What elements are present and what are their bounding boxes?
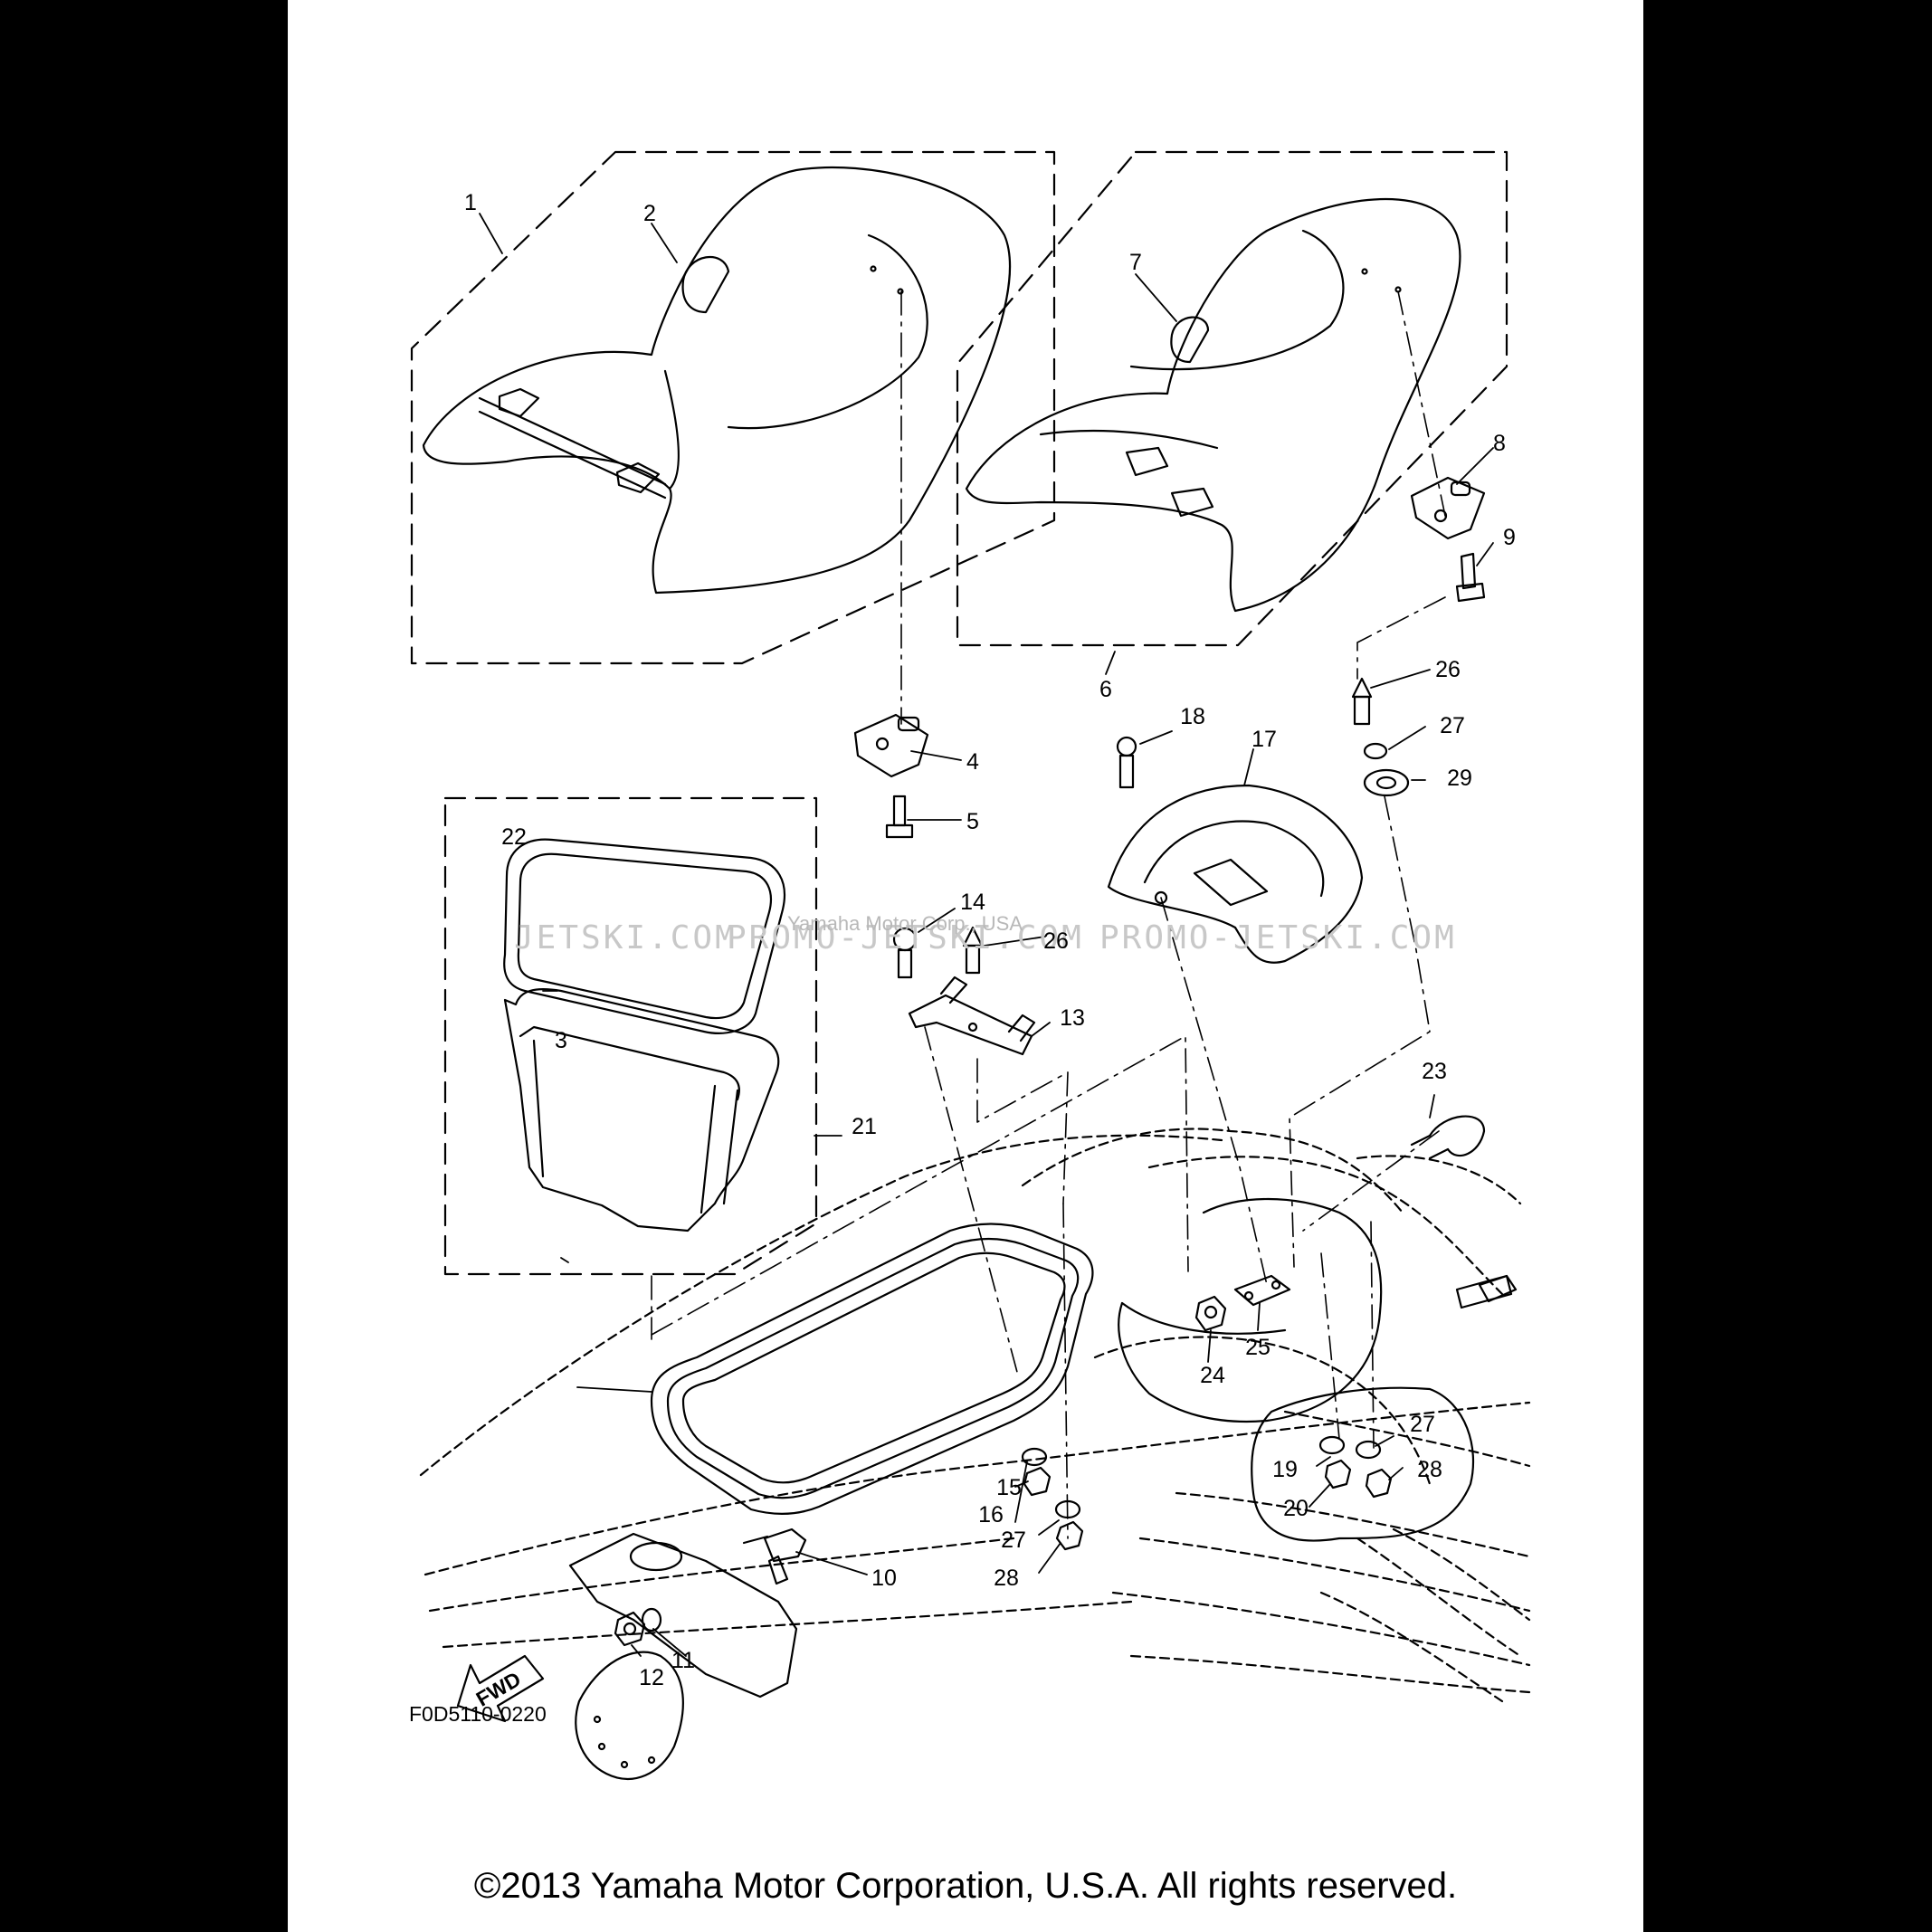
hull-deck (1118, 1197, 1518, 1423)
callout-4: 4 (966, 749, 979, 775)
callout-28-right: 28 (1417, 1457, 1442, 1482)
storage-box-group-box (443, 796, 818, 1276)
callout-10: 10 (871, 1566, 897, 1591)
front-seat (422, 166, 1011, 595)
bracket-8 (1410, 476, 1486, 540)
leader-lines (479, 213, 1494, 1657)
grommet-29 (1363, 768, 1410, 797)
watermark-text-1: JETSKI.COM (514, 919, 738, 956)
hatch-rim-3 (650, 1223, 1094, 1516)
nut-16 (1023, 1466, 1052, 1497)
rivet-26-upper (1351, 677, 1373, 726)
watermark-text-3: PROMO-JETSKI.COM (1099, 919, 1457, 956)
bolt-9 (1455, 552, 1486, 603)
washer-27-upper (1363, 742, 1388, 760)
screw-14 (892, 927, 918, 979)
washer-11 (641, 1607, 662, 1632)
hull-body (419, 1128, 1531, 1703)
watermark-small-text: Yamaha Motor Corp., USA (787, 912, 1023, 935)
grab-handle-17 (1107, 784, 1364, 964)
fwd-arrow-icon (456, 1654, 545, 1723)
u-bolt-23 (1410, 1115, 1486, 1160)
callout-26-lower: 26 (1043, 928, 1069, 954)
callout-1: 1 (464, 190, 477, 215)
callout-13: 13 (1060, 1005, 1085, 1031)
callout-20: 20 (1283, 1496, 1309, 1521)
seat-rear-group-box (956, 150, 1508, 647)
callout-3: 3 (555, 1028, 567, 1053)
callout-7: 7 (1129, 250, 1142, 275)
nut-28-center (1055, 1520, 1084, 1551)
callout-22: 22 (501, 824, 527, 850)
callout-25: 25 (1245, 1335, 1271, 1360)
bolt-5 (885, 795, 914, 839)
rivet-26-lower (962, 926, 984, 975)
nut-20 (1324, 1459, 1352, 1489)
plate-13 (908, 976, 1036, 1056)
bracket-4 (853, 713, 929, 778)
callout-27-upper: 27 (1440, 713, 1465, 738)
callout-15: 15 (996, 1475, 1022, 1500)
copyright-notice: ©2013 Yamaha Motor Corporation, U.S.A. A… (473, 1866, 1458, 1906)
callout-9: 9 (1503, 525, 1516, 550)
rear-seat (965, 198, 1461, 613)
callout-5: 5 (966, 809, 979, 834)
washer-15 (1021, 1447, 1048, 1467)
watermark: JETSKI.COM PROMO-JETSKI.COM PROMO-JETSKI… (514, 912, 1457, 956)
nut-28-right (1365, 1468, 1393, 1499)
callout-12: 12 (639, 1665, 664, 1690)
callout-29: 29 (1447, 766, 1472, 791)
callout-28-center: 28 (994, 1566, 1019, 1591)
assembly-lines (651, 290, 1446, 1539)
callout-18: 18 (1180, 704, 1205, 729)
plate-25 (1233, 1274, 1291, 1307)
seat-front-group-box (410, 150, 1056, 665)
watermark-text-2: PROMO-JETSKI.COM (727, 919, 1084, 956)
callout-2: 2 (643, 201, 656, 226)
callout-6: 6 (1099, 677, 1112, 702)
bolt-18 (1116, 736, 1137, 789)
callout-11: 11 (671, 1648, 695, 1673)
callout-labels: 1 2 3 4 5 6 7 8 9 10 11 12 13 14 15 16 1… (464, 190, 1516, 1690)
callout-8: 8 (1493, 431, 1506, 456)
callout-19: 19 (1272, 1457, 1298, 1482)
washer-19 (1318, 1435, 1346, 1455)
callout-21: 21 (852, 1114, 877, 1139)
callout-27-center: 27 (1001, 1528, 1026, 1553)
cutaway-detail (1251, 1386, 1475, 1542)
callout-16: 16 (978, 1502, 1004, 1528)
hull-front-bulkhead (568, 1532, 798, 1780)
callout-24: 24 (1200, 1363, 1225, 1388)
callout-23: 23 (1422, 1059, 1447, 1084)
diagram-code: F0D5110-0220 (409, 1702, 547, 1726)
seal-22 (503, 838, 786, 1034)
storage-box-21 (503, 988, 780, 1232)
callout-26-upper: 26 (1435, 657, 1461, 682)
callout-14: 14 (960, 890, 985, 915)
bolt-10 (742, 1528, 807, 1585)
callout-27-right: 27 (1410, 1412, 1435, 1437)
nut-12 (614, 1611, 646, 1647)
callout-17: 17 (1252, 727, 1277, 752)
nut-24 (1194, 1295, 1227, 1332)
washer-27-right (1355, 1440, 1382, 1460)
